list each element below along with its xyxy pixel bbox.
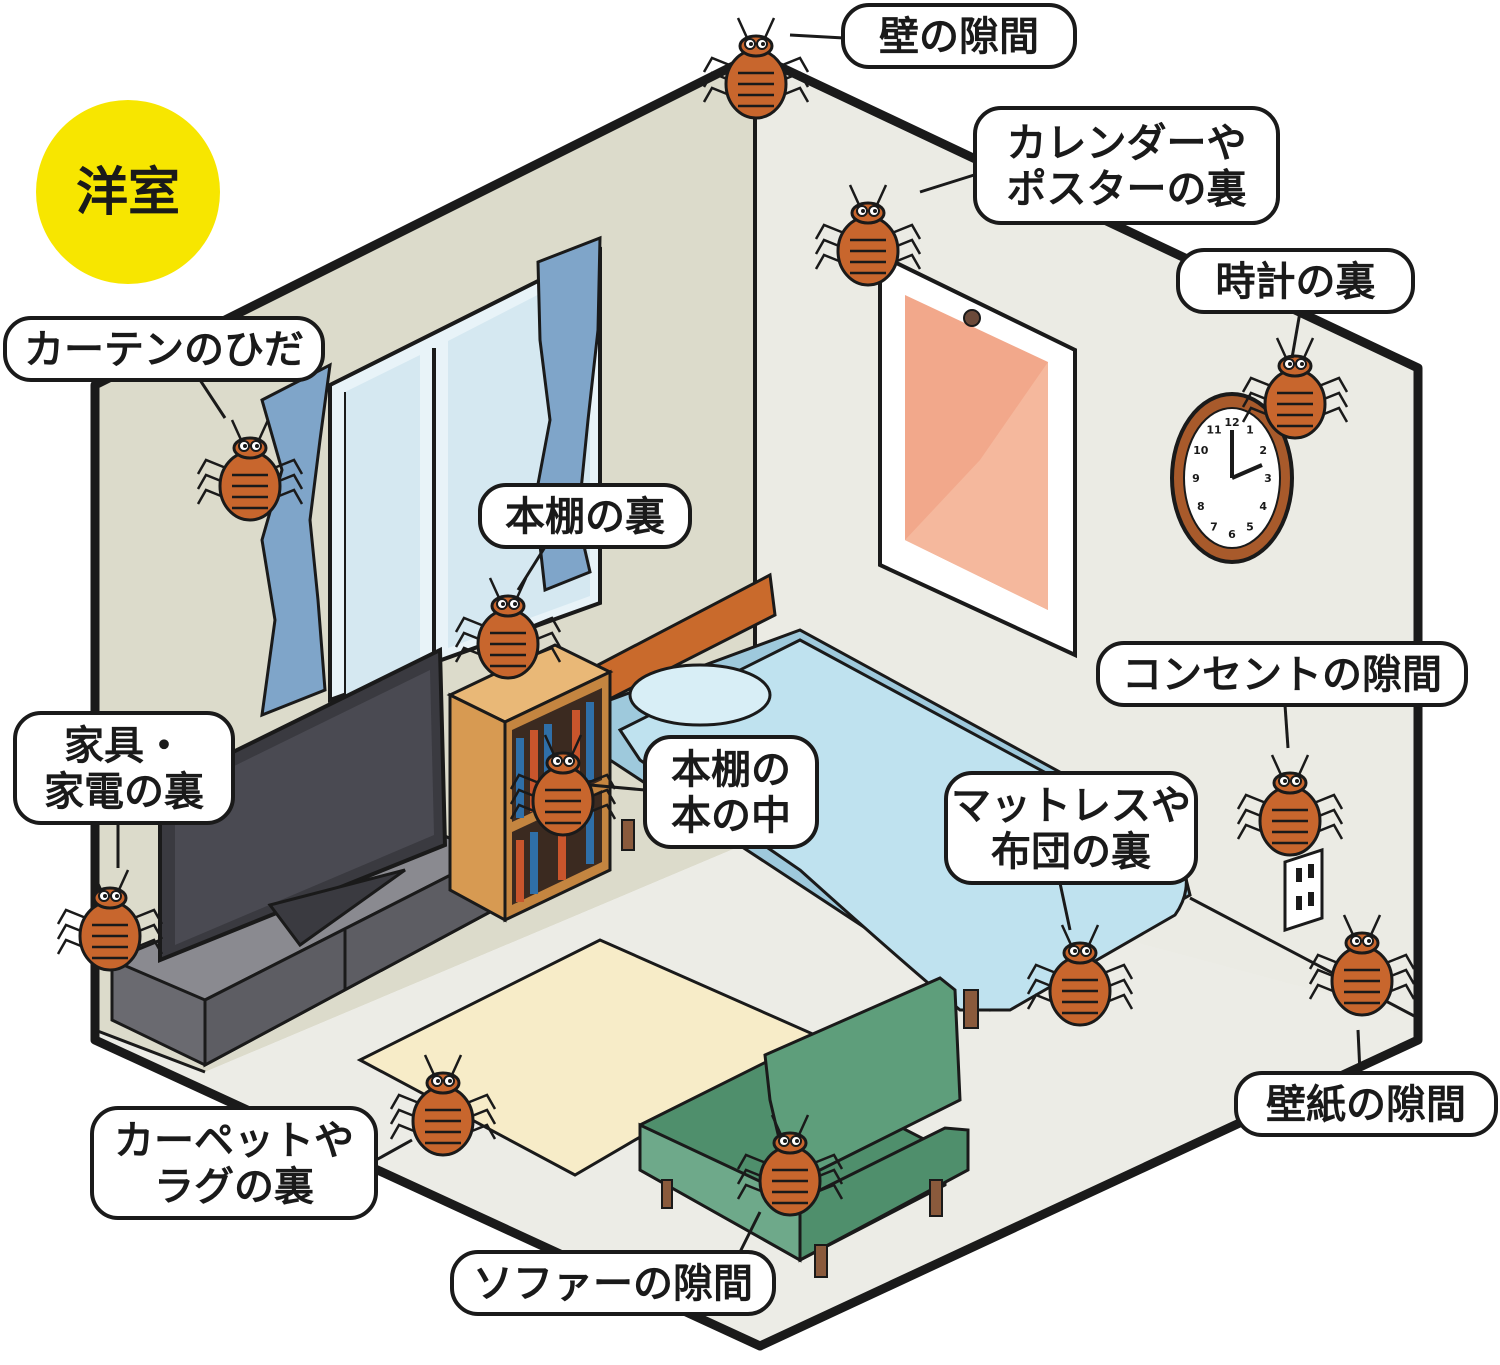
- window: [328, 246, 602, 703]
- clock-number: 6: [1228, 528, 1236, 541]
- clock-number: 8: [1197, 500, 1205, 513]
- callout-label: 布団の裏: [991, 829, 1151, 875]
- callout-label: 壁の隙間: [879, 14, 1039, 60]
- clock-number: 3: [1264, 472, 1272, 485]
- bedbug-icon: [389, 1054, 497, 1157]
- callout-label: ポスターの裏: [1007, 167, 1247, 213]
- callout-label: 本の中: [671, 793, 791, 839]
- bedbug-icon: [702, 17, 810, 120]
- clock-number: 12: [1224, 416, 1239, 429]
- bedbug-icon: [454, 577, 562, 680]
- callout-furniture: 家具・家電の裏: [13, 711, 235, 868]
- floor-line-left: [94, 1028, 206, 1074]
- callout-label: カーペットや: [114, 1118, 354, 1164]
- callout-label: ソファーの隙間: [473, 1261, 753, 1307]
- curtain-left: [260, 362, 332, 718]
- callout-label: マットレスや: [951, 783, 1191, 829]
- clock-number: 9: [1192, 472, 1200, 485]
- callout-label: 壁紙の隙間: [1266, 1082, 1466, 1128]
- bed: [596, 572, 1192, 1029]
- poster: [878, 251, 1077, 659]
- television: [158, 646, 448, 963]
- callout-label: カーテンのひだ: [24, 327, 304, 373]
- callout-label: 時計の裏: [1216, 259, 1376, 305]
- callout-bookshelf-back: 本棚の裏: [478, 483, 692, 591]
- bedbug-icon: [196, 419, 304, 522]
- bedbug-icon: [509, 734, 617, 837]
- room-label: 洋室: [76, 163, 180, 223]
- callout-label: 本棚の: [671, 747, 791, 793]
- clock-number: 10: [1193, 444, 1209, 457]
- callout-label: ラグの裏: [154, 1164, 314, 1210]
- callout-label: 家具・: [64, 723, 184, 769]
- clock-number: 1: [1246, 424, 1254, 437]
- callout-wall-gap: 壁の隙間: [789, 3, 1077, 69]
- callout-wallpaper: 壁紙の隙間: [1234, 1029, 1498, 1137]
- callout-clock: 時計の裏: [1176, 248, 1415, 359]
- callout-label: 家電の裏: [44, 769, 204, 815]
- bedbug-icon: [814, 184, 922, 287]
- clock-number: 5: [1246, 520, 1254, 533]
- clock-number: 4: [1259, 500, 1267, 513]
- bugs: [56, 17, 1416, 1217]
- callout-outlet: コンセントの隙間: [1096, 641, 1468, 749]
- clock-number: 2: [1259, 444, 1267, 457]
- room-badge: 洋室: [36, 100, 220, 284]
- callout-curtain: カーテンのひだ: [3, 316, 325, 419]
- bedbug-icon: [1026, 924, 1134, 1027]
- bedbug-icon: [56, 869, 164, 972]
- bedbug-icon: [1308, 914, 1416, 1017]
- clock-number: 7: [1210, 520, 1218, 533]
- callout-sofa: ソファーの隙間: [450, 1211, 776, 1316]
- callout-label: カレンダーや: [1007, 121, 1247, 167]
- bedbug-icon: [736, 1114, 844, 1217]
- bedbug-icon: [1241, 337, 1349, 440]
- clock-number: 11: [1206, 424, 1221, 437]
- callout-label: コンセントの隙間: [1122, 652, 1442, 698]
- callout-label: 本棚の裏: [505, 494, 665, 540]
- bedbug-icon: [1236, 754, 1344, 857]
- outlet: [1283, 847, 1324, 933]
